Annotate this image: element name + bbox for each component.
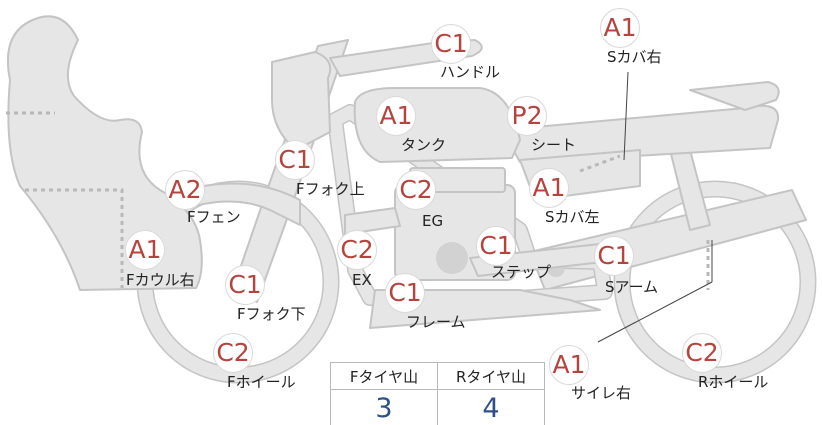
- part-label-r-wheel: Rホイール: [698, 373, 769, 391]
- part-label-f-fork-lower: Fフォク下: [237, 305, 306, 323]
- part-code: A1: [532, 173, 566, 202]
- front-cowl-shape: [6, 15, 203, 291]
- part-marker-s-arm: C1: [594, 236, 634, 276]
- part-marker-f-cowl-right: A1: [125, 230, 165, 270]
- lower-frame-shape: [369, 289, 601, 329]
- tail-shape: [689, 81, 780, 111]
- part-label-s-arm: Sアーム: [605, 278, 659, 296]
- part-label-tank: タンク: [401, 136, 447, 154]
- part-label-f-wheel: Fホイール: [227, 373, 296, 391]
- part-marker-step: C1: [476, 226, 516, 266]
- part-code: C1: [388, 278, 422, 307]
- part-code: C1: [434, 29, 468, 58]
- part-marker-exhaust: C2: [337, 230, 377, 270]
- part-marker-tank: A1: [376, 96, 416, 136]
- part-marker-r-wheel: C2: [682, 333, 722, 373]
- part-marker-s-cover-left: A1: [529, 168, 569, 208]
- part-marker-engine: C2: [396, 170, 436, 210]
- part-code: A2: [168, 175, 202, 204]
- part-label-f-fork-upper: Fフォク上: [296, 180, 365, 198]
- part-code: C2: [399, 175, 433, 204]
- part-code: A1: [552, 350, 586, 379]
- part-code: A1: [128, 235, 162, 264]
- part-marker-s-cover-right: A1: [600, 8, 640, 48]
- part-code: C1: [278, 145, 312, 174]
- tire-tread-table: Fタイヤ山 Rタイヤ山 3 4: [330, 362, 545, 425]
- part-code: A1: [603, 13, 637, 42]
- part-marker-seat: P2: [507, 96, 547, 136]
- tread-header-row: Fタイヤ山 Rタイヤ山: [330, 362, 545, 390]
- front-tread-header: Fタイヤ山: [330, 362, 438, 390]
- part-marker-f-fork-lower: C1: [225, 265, 265, 305]
- part-label-seat: シート: [531, 136, 577, 154]
- part-marker-side-stand-right: A1: [549, 345, 589, 385]
- part-label-s-cover-right: Sカバ右: [607, 48, 662, 66]
- part-code: P2: [511, 101, 543, 130]
- part-label-s-cover-left: Sカバ左: [545, 208, 600, 226]
- part-label-engine: EG: [422, 212, 444, 230]
- rear-tread-header: Rタイヤ山: [437, 362, 545, 390]
- tread-value-row: 3 4: [330, 389, 545, 425]
- part-marker-handle: C1: [431, 24, 471, 64]
- part-code: C1: [597, 241, 631, 270]
- part-marker-f-wheel: C2: [213, 333, 253, 373]
- part-label-exhaust: EX: [352, 271, 372, 289]
- part-label-step: ステップ: [491, 263, 552, 281]
- part-code: C2: [685, 338, 719, 367]
- part-label-f-fender: Fフェン: [187, 208, 241, 226]
- part-marker-f-fork-upper: C1: [275, 140, 315, 180]
- part-code: A1: [379, 101, 413, 130]
- part-marker-f-fender: A2: [165, 170, 205, 210]
- part-label-side-stand-right: サイレ右: [571, 384, 632, 402]
- part-code: C1: [479, 231, 513, 260]
- part-marker-frame: C1: [385, 273, 425, 313]
- rear-tread-value: 4: [437, 389, 545, 425]
- headlight-shape: [271, 51, 332, 151]
- part-label-handle: ハンドル: [440, 63, 501, 81]
- part-label-f-cowl-right: Fカウル右: [126, 271, 195, 289]
- front-tread-value: 3: [330, 389, 438, 425]
- part-code: C2: [216, 338, 250, 367]
- part-code: C2: [340, 235, 374, 264]
- part-code: C1: [228, 270, 262, 299]
- part-label-frame: フレーム: [406, 313, 466, 331]
